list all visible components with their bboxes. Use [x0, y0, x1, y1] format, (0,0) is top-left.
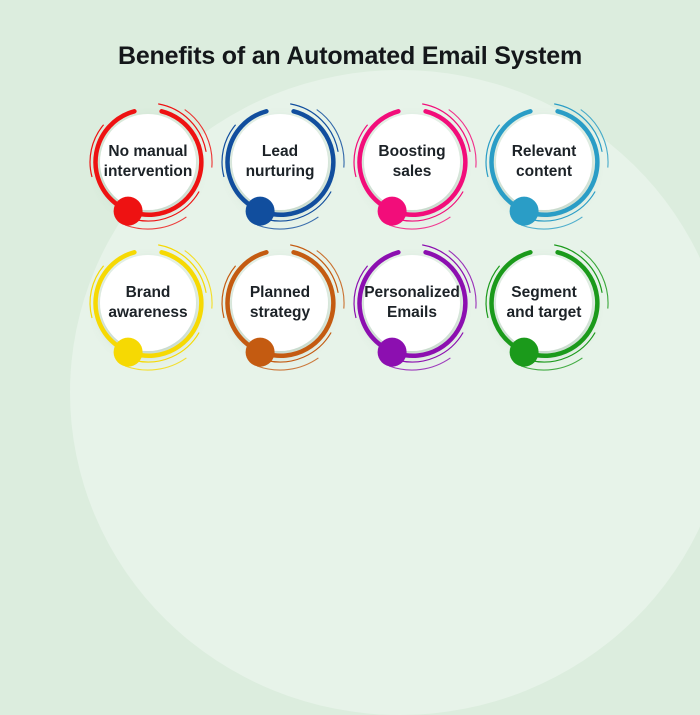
benefit-item-7: Personalized Emails — [346, 239, 478, 381]
benefit-label: Lead nurturing — [245, 143, 315, 180]
benefit-item-4: Relevant content — [478, 98, 610, 240]
benefit-label: Segment and target — [506, 284, 582, 321]
benefit-label: Personalized Emails — [364, 284, 460, 321]
benefits-grid: No manual intervention Lead nurturing Bo… — [82, 98, 610, 380]
benefit-label: Planned strategy — [249, 284, 311, 321]
benefit-item-1: No manual intervention — [82, 98, 214, 240]
benefit-label: Relevant content — [511, 143, 577, 180]
benefit-label: Brand awareness — [108, 284, 188, 321]
benefit-item-6: Planned strategy — [214, 239, 346, 381]
benefit-label: No manual intervention — [103, 143, 193, 180]
benefit-item-2: Lead nurturing — [214, 98, 346, 240]
benefit-item-8: Segment and target — [478, 239, 610, 381]
benefit-item-3: Boosting sales — [346, 98, 478, 240]
benefit-item-5: Brand awareness — [82, 239, 214, 381]
page-title: Benefits of an Automated Email System — [118, 41, 582, 70]
benefit-label: Boosting sales — [378, 143, 446, 180]
